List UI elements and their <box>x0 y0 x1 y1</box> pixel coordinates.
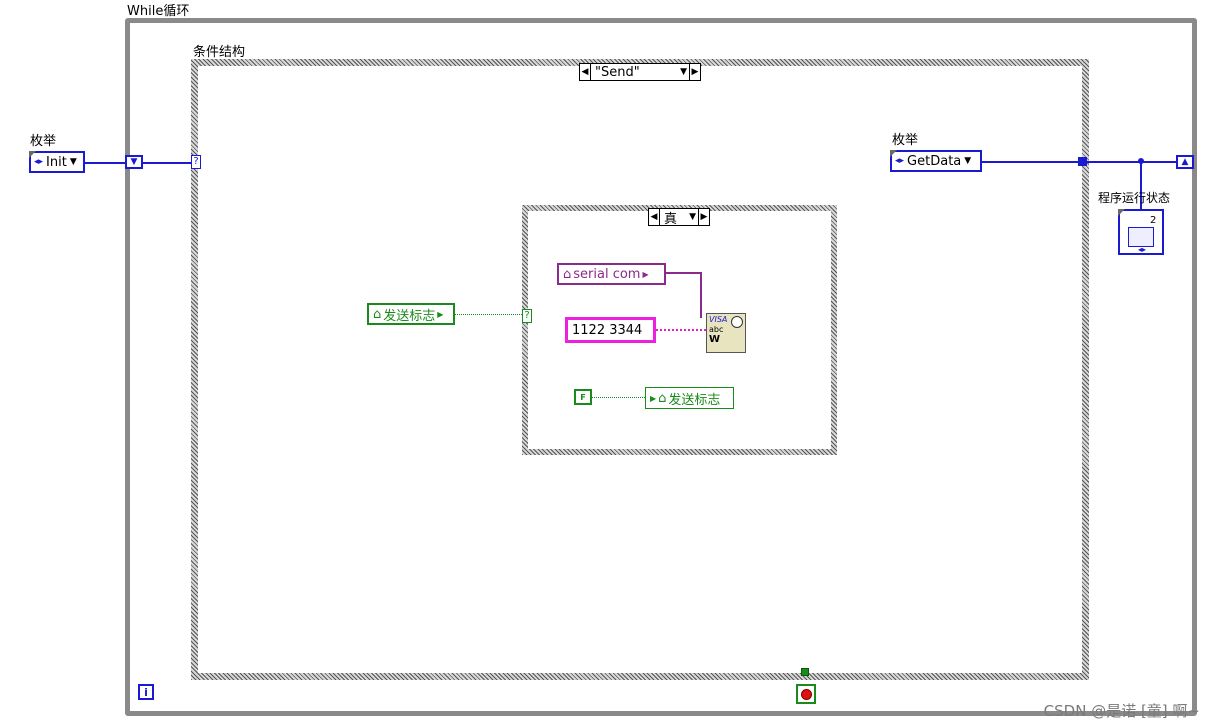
enum-indicator-icon <box>1128 227 1154 247</box>
enum-wire <box>143 162 191 164</box>
case-selector-value: "Send" <box>595 64 640 80</box>
local-variable-send-flag-write[interactable]: ▶ ⌂ 发送标志 <box>645 387 734 409</box>
selector-terminal-label: ? <box>193 156 199 167</box>
stop-button-icon[interactable] <box>796 684 816 704</box>
stop-dot-icon <box>800 688 812 700</box>
chevron-down-icon[interactable]: ▼ <box>69 157 77 167</box>
visa-resource-wire <box>700 272 702 318</box>
visa-text: VISA <box>709 315 728 324</box>
wire-junction <box>1138 158 1144 164</box>
visa-abc-text: abc <box>709 325 724 334</box>
home-icon: ⌂ <box>658 390 667 406</box>
output-arrow-icon: ▶ <box>437 309 444 319</box>
case-selector-terminal[interactable]: ? <box>191 155 201 169</box>
corner-marker-icon <box>890 150 897 157</box>
output-arrow-icon: ▶ <box>642 269 649 279</box>
enum-constant-getdata[interactable]: ◂▸ GetData ▼ <box>890 150 982 172</box>
string-constant[interactable]: 1122 3344 <box>565 317 656 343</box>
state-indicator-label: 程序运行状态 <box>1098 191 1171 205</box>
enum-right-label: 枚举 <box>892 133 919 148</box>
home-icon: ⌂ <box>563 266 572 282</box>
bool-wire <box>592 397 645 398</box>
increment-case-icon[interactable]: ▶ <box>689 64 700 80</box>
local-variable-label: 发送标志 <box>668 392 721 408</box>
case-structure-label: 条件结构 <box>193 45 246 60</box>
enum-wire <box>1087 161 1177 163</box>
inner-case-selector-terminal[interactable]: ? <box>522 309 532 323</box>
local-variable-serial-com[interactable]: ⌂ serial com ▶ <box>557 263 666 285</box>
enum-wire <box>982 161 1080 163</box>
enum-wire <box>1140 163 1142 209</box>
enum-arrows-icon: ◂▸ <box>895 156 905 166</box>
corner-marker-icon <box>29 151 36 158</box>
while-loop-label: While循环 <box>127 4 190 19</box>
enum-arrows-icon: ◂▸ <box>34 157 44 167</box>
enum-arrows-icon: ◂▸ <box>1138 245 1147 254</box>
shift-register-right-icon[interactable]: ▲ <box>1176 155 1194 169</box>
enum-wire <box>85 162 125 164</box>
home-icon: ⌂ <box>373 306 382 322</box>
chevron-down-icon[interactable]: ▼ <box>964 156 972 166</box>
chevron-down-icon[interactable]: ▼ <box>680 67 687 77</box>
inner-case-selector[interactable]: ◀ 真 ▼ ▶ <box>648 208 710 227</box>
decrement-case-icon[interactable]: ◀ <box>580 64 591 80</box>
state-indicator[interactable]: 2 ◂▸ <box>1118 209 1164 255</box>
inner-case-selector-value: 真 <box>664 211 678 227</box>
shift-register-left-icon[interactable]: ▼ <box>125 155 143 169</box>
visa-write-text: W <box>709 334 721 345</box>
iteration-terminal-icon[interactable]: i <box>138 684 154 700</box>
state-indicator-value: 2 <box>1150 215 1157 226</box>
enum-value: Init <box>46 154 67 170</box>
string-wire <box>656 329 706 331</box>
local-variable-label: 发送标志 <box>383 308 436 324</box>
bool-wire <box>455 314 522 315</box>
input-arrow-icon: ▶ <box>650 393 657 403</box>
local-variable-send-flag-read[interactable]: ⌂ 发送标志 ▶ <box>367 303 455 325</box>
visa-resource-wire <box>666 272 701 274</box>
stop-tunnel <box>801 668 809 676</box>
while-loop[interactable] <box>125 18 1197 716</box>
enum-left-label: 枚举 <box>30 134 57 149</box>
visa-write-icon[interactable]: VISA abc W <box>706 313 746 353</box>
clock-icon <box>731 316 743 328</box>
decrement-case-icon[interactable]: ◀ <box>649 209 660 225</box>
enum-value: GetData <box>907 153 962 169</box>
chevron-down-icon[interactable]: ▼ <box>689 212 696 222</box>
output-tunnel[interactable] <box>1078 157 1087 166</box>
enum-constant-init[interactable]: ◂▸ Init ▼ <box>29 151 85 173</box>
increment-case-icon[interactable]: ▶ <box>698 209 709 225</box>
selector-terminal-label: ? <box>524 310 530 321</box>
corner-marker-icon <box>1118 209 1125 216</box>
watermark: CSDN @是诺 [童] 啊~ <box>1043 702 1200 720</box>
bool-false-constant[interactable]: F <box>574 389 592 405</box>
case-selector[interactable]: ◀ "Send" ▼ ▶ <box>579 63 701 81</box>
local-variable-label: serial com <box>573 266 641 282</box>
